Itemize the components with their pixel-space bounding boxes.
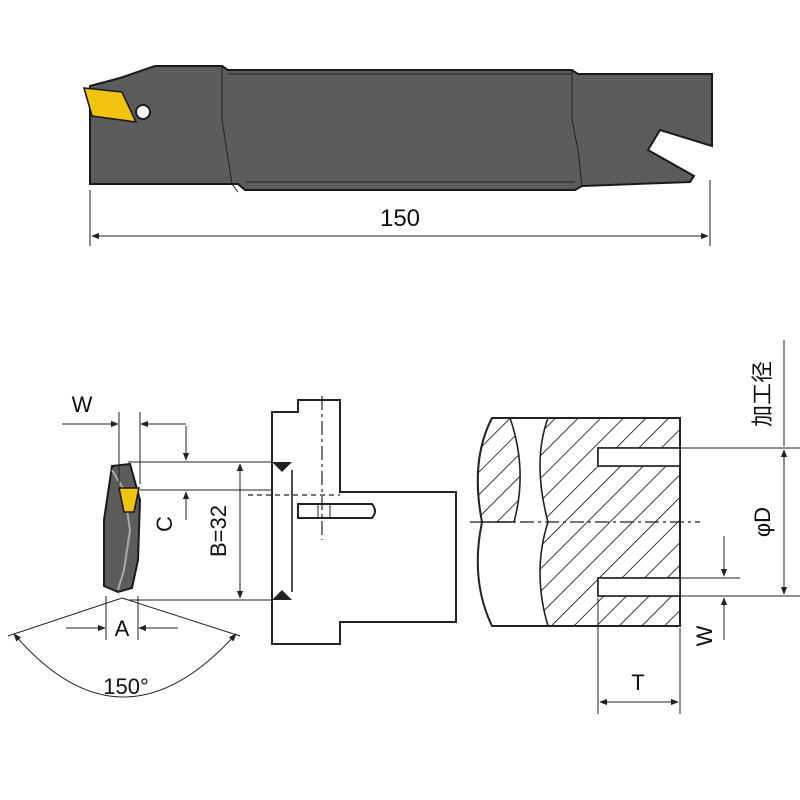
groove-top — [597, 447, 681, 467]
holder-block-outline — [271, 399, 457, 645]
w-right-dimension: W — [692, 536, 728, 646]
holder-body — [89, 65, 713, 191]
b-dimension: B=32 — [206, 463, 244, 599]
c-label: C — [152, 516, 177, 532]
angle-dimension: 150° — [7, 597, 241, 699]
t-label: T — [631, 670, 644, 695]
length-dimension: 150 — [89, 180, 711, 246]
blade-profile — [103, 462, 142, 594]
a-dimension: A — [66, 596, 178, 641]
holder-side-view — [82, 65, 713, 193]
w-top-dimension: W — [62, 392, 186, 484]
angle-label: 150° — [103, 674, 149, 699]
b-label: B=32 — [206, 505, 231, 557]
holder-insert — [82, 87, 138, 123]
clamp-screw — [297, 503, 376, 519]
left-hatch — [476, 417, 521, 523]
holder-step-line-left — [221, 66, 239, 193]
machining-diameter-label: 加工径 — [751, 361, 776, 427]
w-top-label: W — [72, 392, 93, 417]
blade-insert — [118, 487, 140, 513]
diameter-dimension: φD 加工径 — [680, 340, 800, 597]
holder-step-line-right — [571, 70, 583, 187]
blade-highlight — [111, 469, 132, 591]
w-right-label: W — [692, 625, 717, 646]
workpiece-section — [470, 417, 700, 627]
diameter-label: φD — [750, 507, 775, 537]
blade-side-view — [248, 396, 457, 645]
t-dimension: T — [597, 598, 681, 714]
a-label: A — [115, 616, 130, 641]
blade-front-view — [103, 462, 142, 594]
groove-bottom — [597, 577, 681, 597]
c-dimension: C — [152, 426, 190, 532]
length-label: 150 — [380, 205, 420, 232]
clamp-hole — [135, 104, 151, 120]
notch-top — [272, 462, 292, 472]
notch-bottom — [272, 590, 292, 600]
